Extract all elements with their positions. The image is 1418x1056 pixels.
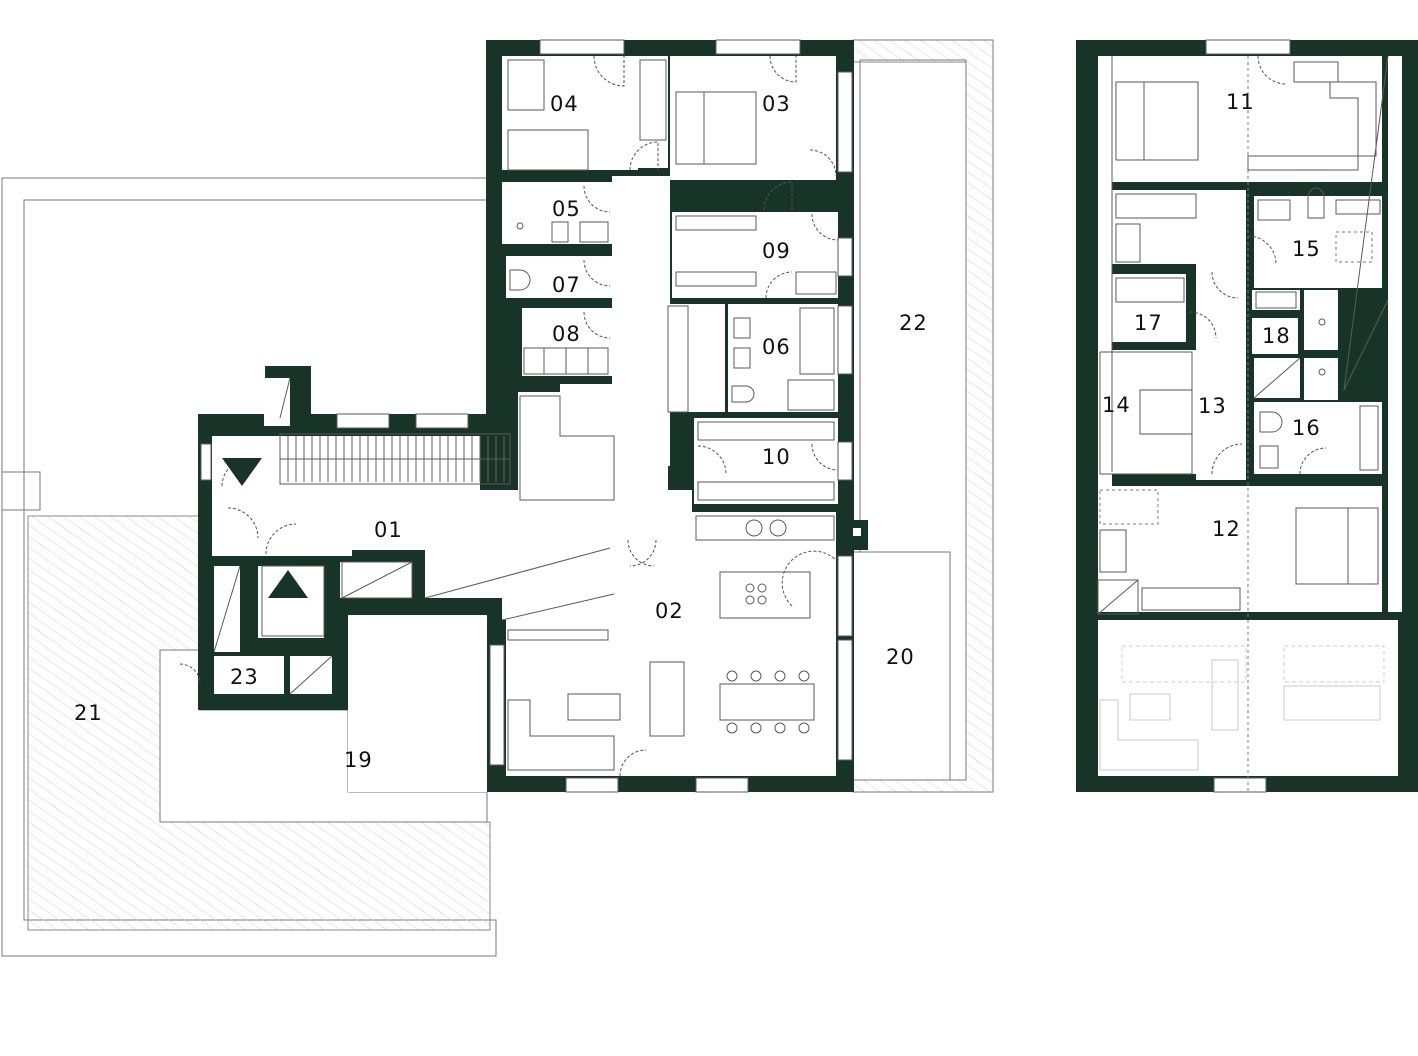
room-label-17: 17	[1134, 311, 1163, 335]
room-label-16: 16	[1292, 416, 1321, 440]
terrace-20	[853, 552, 950, 780]
room-label-14: 14	[1102, 393, 1131, 417]
room-label-05: 05	[552, 197, 581, 221]
room-label-10: 10	[762, 445, 791, 469]
elevator-up-arrow-icon	[268, 570, 308, 598]
room-label-01: 01	[374, 518, 403, 542]
room-label-07: 07	[552, 273, 581, 297]
room-label-11: 11	[1226, 90, 1255, 114]
room-label-02: 02	[655, 599, 684, 623]
terraces	[1, 39, 994, 957]
room-label-13: 13	[1198, 394, 1227, 418]
room-label-21: 21	[74, 701, 103, 725]
room-label-22: 22	[899, 311, 928, 335]
room-label-09: 09	[762, 239, 791, 263]
room-label-15: 15	[1292, 237, 1321, 261]
room-label-23: 23	[230, 665, 259, 689]
room-label-04: 04	[550, 92, 579, 116]
elevator-down-arrow-icon	[222, 458, 262, 486]
room-label-19: 19	[344, 748, 373, 772]
main-floor-details	[179, 39, 868, 793]
room-label-20: 20	[886, 645, 915, 669]
upper-floor	[1076, 39, 1418, 793]
room-label-03: 03	[762, 92, 791, 116]
room-label-06: 06	[762, 335, 791, 359]
main-floor-rooms	[212, 56, 838, 792]
room-label-18: 18	[1262, 324, 1291, 348]
room-label-08: 08	[552, 322, 581, 346]
room-label-12: 12	[1212, 517, 1241, 541]
room-labels: 01 02 03 04 05 06 07 08 09 10 19 20 21 2…	[74, 90, 1321, 772]
